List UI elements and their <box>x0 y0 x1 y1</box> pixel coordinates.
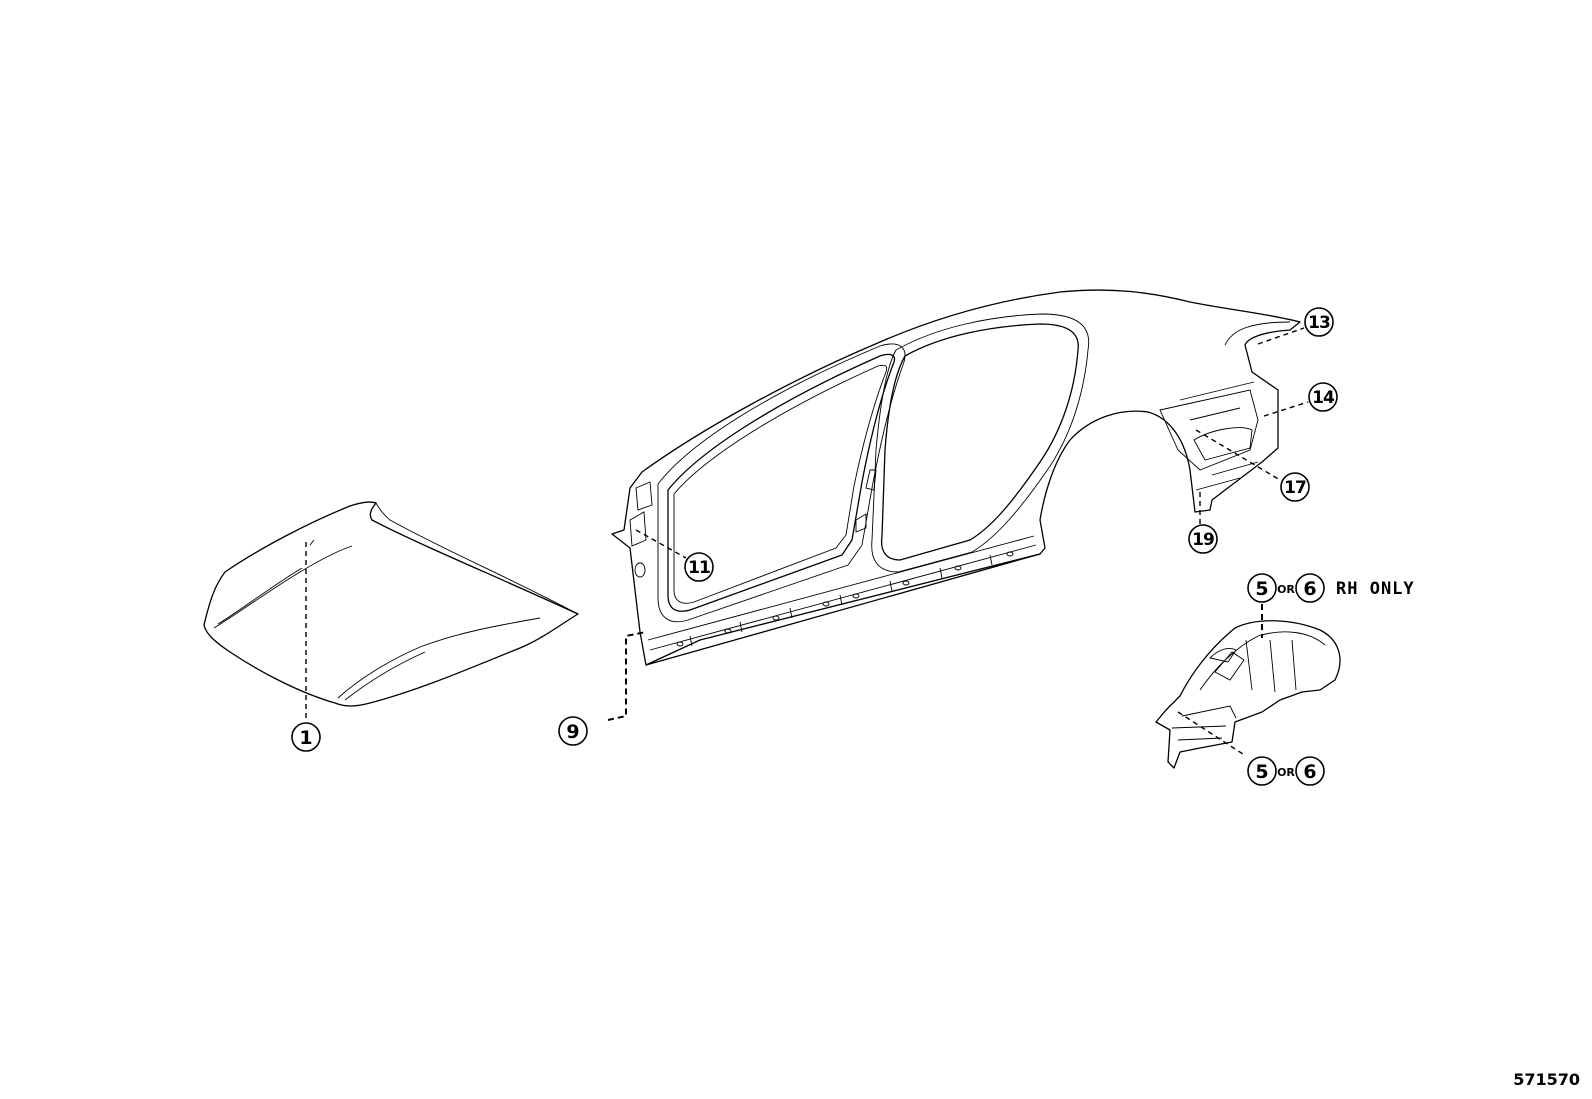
svg-text:13: 13 <box>1308 313 1330 333</box>
callout-13: 13 <box>1304 307 1334 337</box>
callout-9: 9 <box>558 716 588 746</box>
svg-text:5: 5 <box>1255 578 1268 600</box>
svg-text:9: 9 <box>566 721 579 743</box>
svg-text:6: 6 <box>1303 761 1316 783</box>
svg-text:5: 5 <box>1255 761 1268 783</box>
callout-1: 1 <box>291 722 321 752</box>
svg-text:11: 11 <box>688 558 710 578</box>
callout-5-or-6: 5 OR 6 <box>1247 756 1325 786</box>
svg-text:OR: OR <box>1277 583 1295 596</box>
svg-text:6: 6 <box>1303 578 1316 600</box>
leader-lines <box>305 327 1309 757</box>
diagram-id-label: 571570 <box>1513 1070 1580 1089</box>
callout-14: 14 <box>1308 382 1338 412</box>
svg-text:14: 14 <box>1312 388 1335 408</box>
wheel-house-panel <box>1155 620 1341 769</box>
svg-text:OR: OR <box>1277 766 1295 779</box>
callout-5-or-6-rh-only: 5 OR 6 RH ONLY <box>1247 573 1415 603</box>
callout-17: 17 <box>1280 472 1310 502</box>
svg-text:19: 19 <box>1192 530 1214 550</box>
callout-19: 19 <box>1188 524 1218 554</box>
rh-only-note: RH ONLY <box>1336 579 1415 599</box>
side-body-panel <box>611 289 1301 666</box>
hood-panel <box>203 501 579 707</box>
svg-text:1: 1 <box>299 727 312 749</box>
callout-11: 11 <box>684 552 714 582</box>
svg-text:17: 17 <box>1284 478 1306 498</box>
